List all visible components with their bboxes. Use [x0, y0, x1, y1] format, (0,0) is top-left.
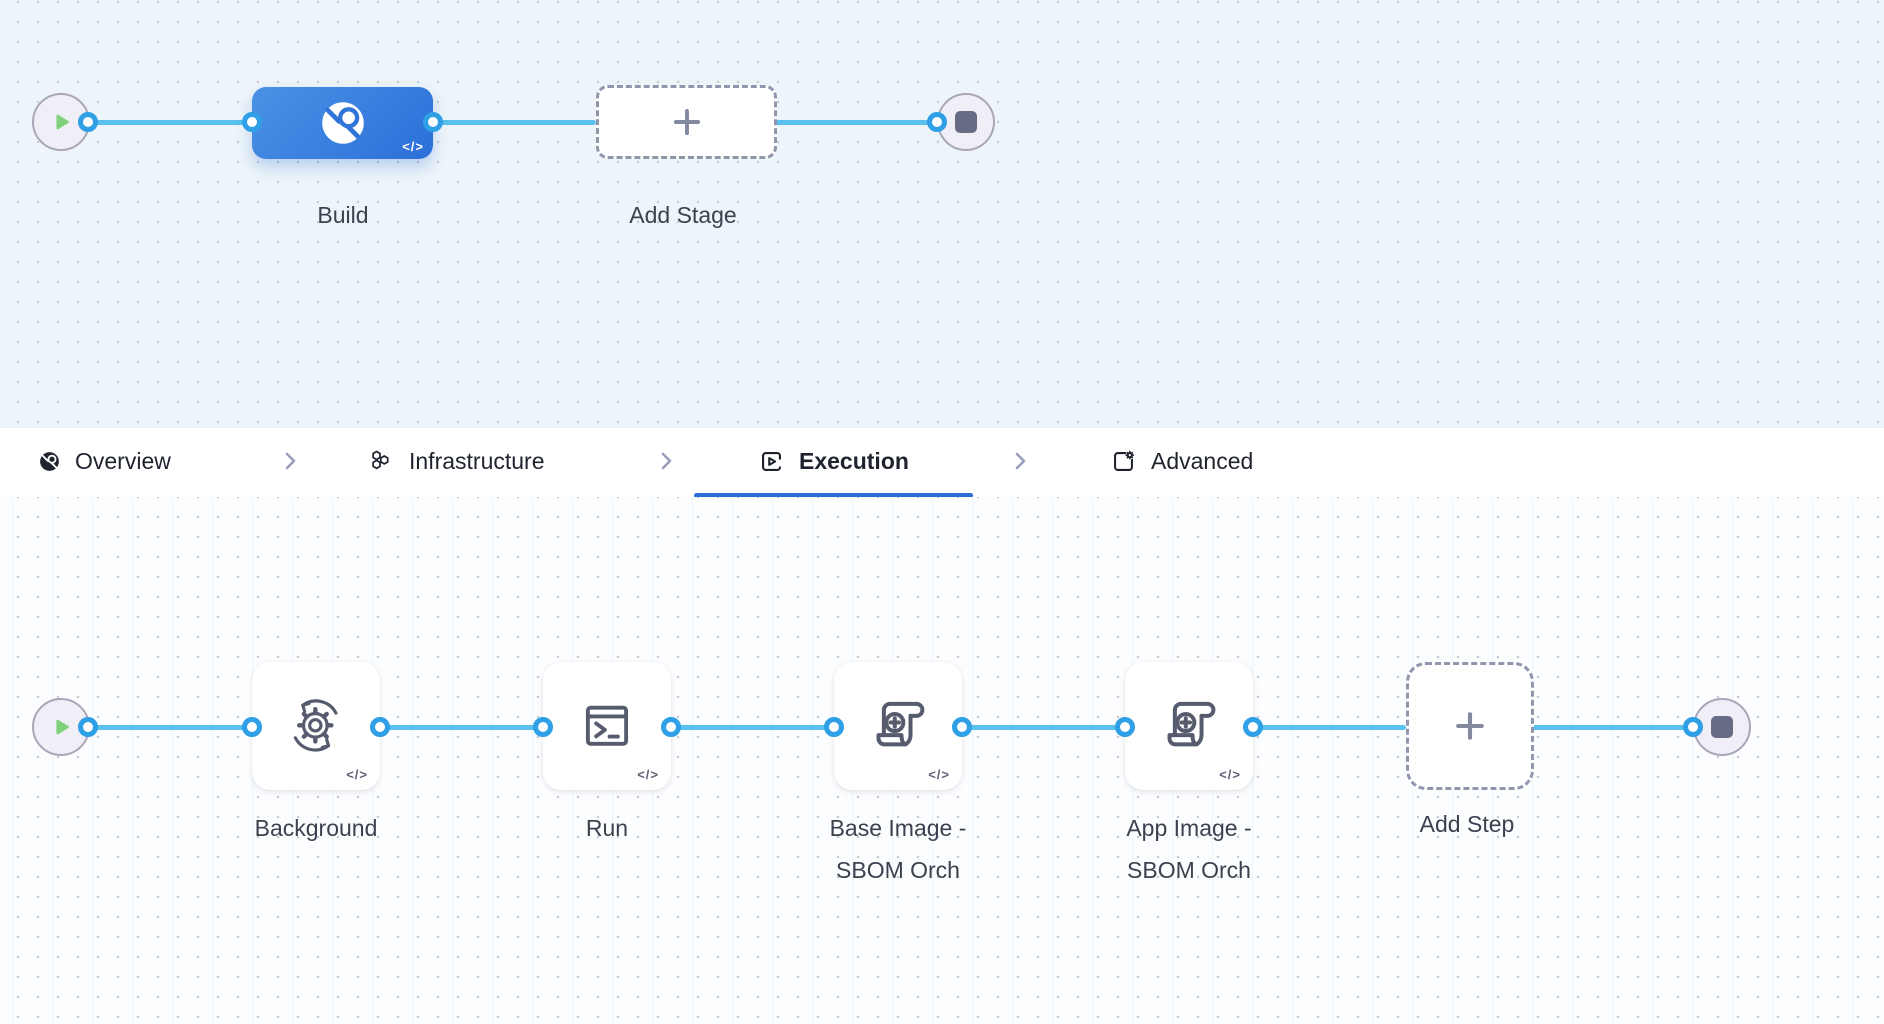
- yaml-code-badge[interactable]: </>: [402, 139, 424, 154]
- chevron-right-icon: [285, 452, 296, 470]
- add-step-label: Add Step: [1419, 811, 1515, 837]
- connector-port[interactable]: [370, 717, 390, 737]
- ci-stage-icon: [321, 102, 364, 144]
- play-icon: [56, 719, 70, 735]
- stage-config-tabbar: Overview Infrastructure: [0, 427, 1884, 498]
- stage-label: Build: [317, 202, 369, 228]
- step-edge: [380, 725, 543, 730]
- step-edge: [962, 725, 1125, 730]
- step-label: Background: [254, 815, 378, 841]
- connector-port[interactable]: [533, 717, 553, 737]
- hexagons-icon: [372, 450, 389, 470]
- square-gear-icon: [1114, 450, 1135, 471]
- ci-circle-icon: [40, 451, 59, 471]
- connector-port[interactable]: [78, 717, 98, 737]
- tab-overview[interactable]: Overview: [38, 428, 171, 494]
- play-square-icon: [761, 451, 782, 471]
- step-label: Base Image - SBOM Orch: [829, 815, 967, 883]
- add-stage-label: Add Stage: [629, 202, 737, 228]
- connector-port[interactable]: [661, 717, 681, 737]
- active-tab-underline: [694, 493, 973, 498]
- tab-label: Overview: [75, 447, 171, 474]
- yaml-code-badge[interactable]: </>: [1219, 767, 1241, 782]
- connector-port[interactable]: [1115, 717, 1135, 737]
- yaml-code-badge[interactable]: </>: [637, 767, 659, 782]
- step-node-app-image-sbom[interactable]: </>: [1125, 662, 1253, 790]
- stage-node-build[interactable]: </>: [252, 87, 433, 159]
- sync-gear-icon: [293, 699, 338, 752]
- chevron-right-icon: [1015, 452, 1026, 470]
- step-node-base-image-sbom[interactable]: </>: [834, 662, 962, 790]
- tab-label: Execution: [799, 447, 909, 474]
- connector-port[interactable]: [824, 717, 844, 737]
- execution-end-node[interactable]: [1693, 698, 1751, 756]
- scroll-plus-icon: [1167, 701, 1216, 747]
- tab-execution[interactable]: Execution: [758, 428, 909, 494]
- yaml-code-badge[interactable]: </>: [928, 767, 950, 782]
- yaml-code-badge[interactable]: </>: [346, 767, 368, 782]
- connector-port[interactable]: [1683, 717, 1703, 737]
- scroll-plus-icon: [876, 701, 925, 747]
- step-edge: [1253, 725, 1406, 730]
- add-stage-button[interactable]: [596, 85, 777, 159]
- stop-icon: [955, 111, 977, 133]
- terminal-icon: [585, 705, 629, 746]
- connector-port[interactable]: [423, 112, 443, 132]
- stop-icon: [1711, 716, 1733, 738]
- connector-port[interactable]: [78, 112, 98, 132]
- connector-port[interactable]: [952, 717, 972, 737]
- step-edge: [671, 725, 834, 730]
- plus-icon: [673, 108, 700, 136]
- tab-label: Advanced: [1151, 447, 1254, 474]
- execution-canvas[interactable]: </> </>: [0, 497, 1884, 1024]
- tab-infrastructure[interactable]: Infrastructure: [367, 428, 545, 494]
- add-step-button[interactable]: [1406, 662, 1534, 790]
- stage-canvas[interactable]: </> Build Add Stage: [0, 0, 1884, 427]
- connector-port[interactable]: [927, 112, 947, 132]
- step-node-run[interactable]: </>: [543, 662, 671, 790]
- connector-port[interactable]: [1243, 717, 1263, 737]
- stage-edge: [771, 120, 937, 125]
- stage-edge: [88, 120, 252, 125]
- tab-advanced[interactable]: Advanced: [1110, 428, 1253, 494]
- connector-port[interactable]: [242, 112, 262, 132]
- plus-icon: [1456, 712, 1484, 740]
- step-label: Run: [585, 815, 629, 841]
- stage-edge: [433, 120, 596, 125]
- chevron-right-icon: [661, 452, 672, 470]
- step-label: App Image - SBOM Orch: [1126, 815, 1252, 883]
- step-edge: [88, 725, 252, 730]
- step-node-background[interactable]: </>: [252, 662, 380, 790]
- play-icon: [56, 114, 70, 130]
- connector-port[interactable]: [242, 717, 262, 737]
- tab-label: Infrastructure: [409, 447, 545, 474]
- step-edge: [1528, 725, 1693, 730]
